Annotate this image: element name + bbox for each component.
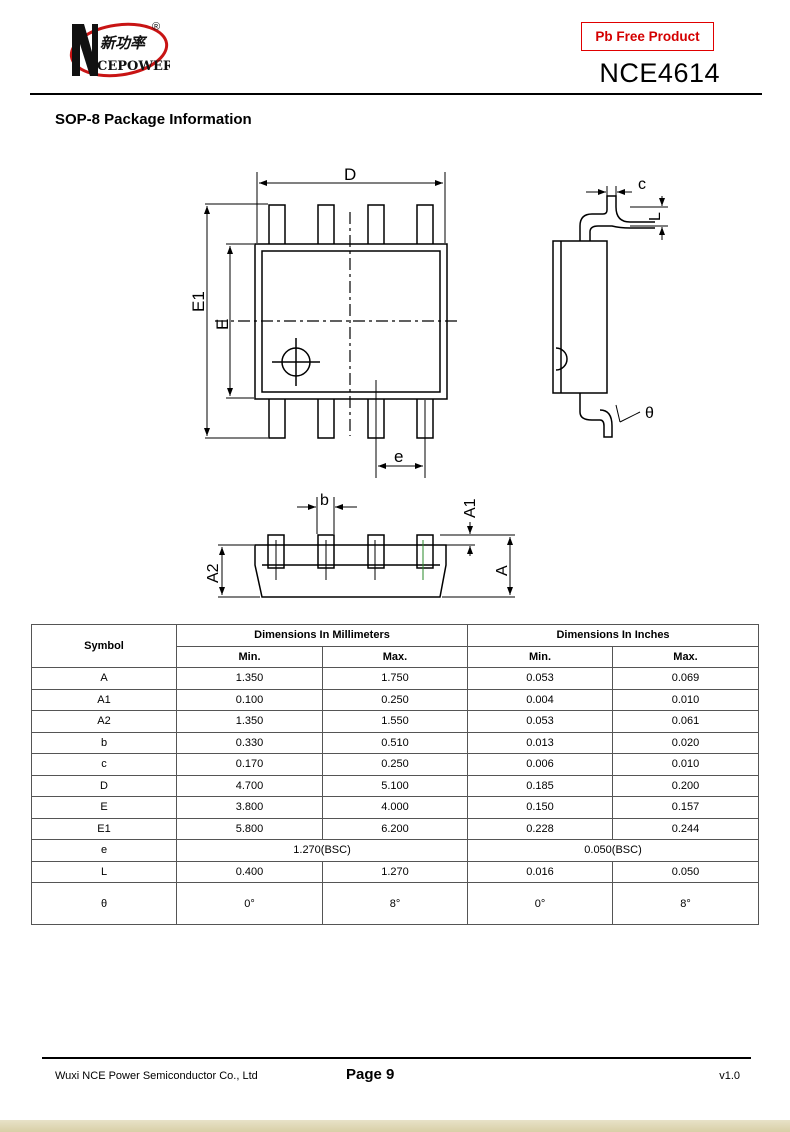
cell-symbol: b xyxy=(31,731,177,754)
company-logo: 新功率 CEPOWER ® xyxy=(69,21,170,78)
package-outline-drawing: D E1 E e c L θ xyxy=(189,165,668,598)
cell-symbol: L xyxy=(31,860,177,883)
cell: 0.100 xyxy=(176,688,323,711)
cell: 0.170 xyxy=(176,753,323,776)
cell: 0.330 xyxy=(176,731,323,754)
cell: 0.004 xyxy=(467,688,614,711)
cell: 8° xyxy=(321,882,469,925)
cell: 4.700 xyxy=(176,774,323,797)
cell: 0.244 xyxy=(612,817,760,840)
cell: 1.350 xyxy=(176,710,323,733)
header-divider xyxy=(30,93,762,95)
cell: 5.800 xyxy=(176,817,323,840)
cell: 8° xyxy=(612,882,760,925)
cell: 0° xyxy=(176,882,323,925)
cell: 4.000 xyxy=(321,796,469,819)
cell: 0.185 xyxy=(467,774,614,797)
label-A1: A1 xyxy=(462,498,479,518)
header-mm-min: Min. xyxy=(176,645,323,668)
cell: 0.400 xyxy=(176,860,323,883)
footer-page-number: Page 9 xyxy=(346,1066,395,1083)
footer-company: Wuxi NCE Power Semiconductor Co., Ltd xyxy=(55,1070,258,1082)
cell: 0.150 xyxy=(467,796,614,819)
cell: 0.250 xyxy=(321,753,469,776)
cell: 0.053 xyxy=(467,667,614,690)
label-b: b xyxy=(320,492,329,509)
cell: 5.100 xyxy=(321,774,469,797)
logo-chinese-text: 新功率 xyxy=(100,34,148,52)
bottom-band xyxy=(0,1120,790,1132)
table-subheader-row: Min. Max. Min. Max. xyxy=(32,645,760,668)
cell: 0.013 xyxy=(467,731,614,754)
logo-brand-text: CEPOWER xyxy=(97,59,170,74)
cell: 1.750 xyxy=(321,667,469,690)
label-theta: θ xyxy=(645,405,654,422)
cell: 1.270(BSC) xyxy=(175,839,469,862)
cell-symbol: c xyxy=(31,753,177,776)
table-header-row: Symbol Dimensions In Millimeters Dimensi… xyxy=(31,624,760,668)
header-in-max: Max. xyxy=(612,645,760,668)
cell: 0° xyxy=(467,882,614,925)
cell: 0.050(BSC) xyxy=(467,839,760,862)
label-A2: A2 xyxy=(205,563,222,583)
cell: 0.050 xyxy=(612,860,760,883)
cell: 0.010 xyxy=(612,688,760,711)
header-in-min: Min. xyxy=(467,645,614,668)
cell-symbol: A2 xyxy=(31,710,177,733)
cell-symbol: A xyxy=(31,667,177,690)
cell: 0.157 xyxy=(612,796,760,819)
dimensions-table: Symbol Dimensions In Millimeters Dimensi… xyxy=(31,624,760,925)
cell: 0.061 xyxy=(612,710,760,733)
label-c: c xyxy=(638,176,646,193)
cell: 1.270 xyxy=(321,860,469,883)
footer-divider xyxy=(42,1057,751,1059)
cell-symbol: A1 xyxy=(31,688,177,711)
cell-symbol: E xyxy=(31,796,177,819)
label-E: E xyxy=(213,319,232,330)
cell: 0.020 xyxy=(612,731,760,754)
header-mm: Dimensions In Millimeters xyxy=(175,624,469,647)
footer-version: v1.0 xyxy=(719,1070,740,1082)
cell: 0.250 xyxy=(321,688,469,711)
cell: 3.800 xyxy=(176,796,323,819)
label-A: A xyxy=(494,565,511,576)
cell-symbol: e xyxy=(31,839,177,862)
label-L: L xyxy=(647,212,664,221)
cell: 0.053 xyxy=(467,710,614,733)
cell: 0.010 xyxy=(612,753,760,776)
cell: 1.550 xyxy=(321,710,469,733)
label-E1: E1 xyxy=(189,291,208,312)
cell-symbol: E1 xyxy=(31,817,177,840)
cell: 6.200 xyxy=(321,817,469,840)
cell: 0.069 xyxy=(612,667,760,690)
cell: 0.016 xyxy=(467,860,614,883)
cell: 1.350 xyxy=(176,667,323,690)
section-title: SOP-8 Package Information xyxy=(55,111,252,128)
pb-free-badge: Pb Free Product xyxy=(581,22,714,51)
label-e: e xyxy=(394,447,403,466)
header-symbol: Symbol xyxy=(31,624,177,668)
cell: 0.200 xyxy=(612,774,760,797)
label-D: D xyxy=(344,165,356,184)
part-number: NCE4614 xyxy=(599,58,720,88)
header-inches: Dimensions In Inches xyxy=(467,624,760,647)
header-mm-max: Max. xyxy=(321,645,469,668)
registered-mark: ® xyxy=(152,21,160,33)
cell: 0.006 xyxy=(467,753,614,776)
cell: 0.510 xyxy=(321,731,469,754)
cell-symbol: D xyxy=(31,774,177,797)
cell: 0.228 xyxy=(467,817,614,840)
cell-symbol: θ xyxy=(31,882,177,925)
